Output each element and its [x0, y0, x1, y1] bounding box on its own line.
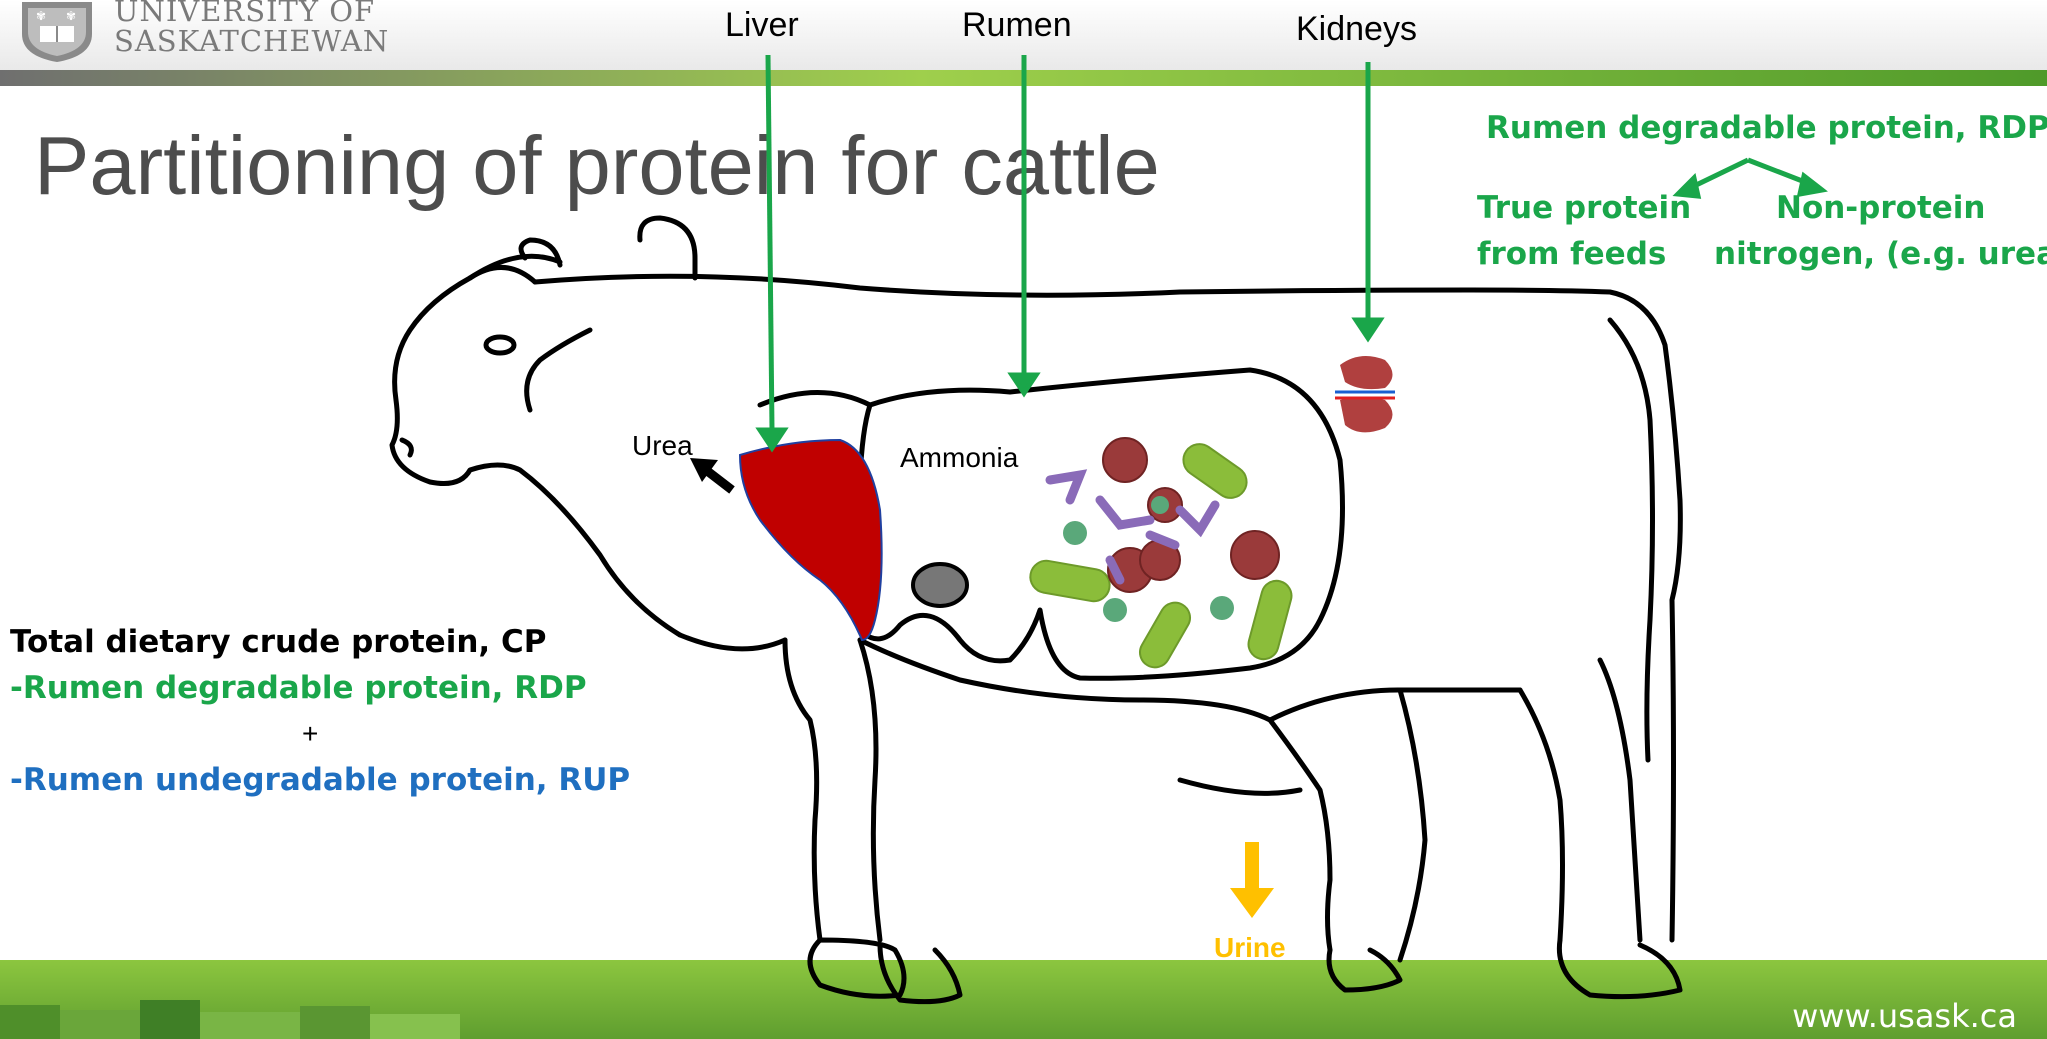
cow-nostril [402, 440, 411, 455]
cow-eye [486, 337, 514, 353]
cow-hind-hoof-1 [1329, 950, 1400, 990]
cp-plus: + [302, 718, 318, 750]
cow-hind-leg-left [1520, 690, 1563, 940]
cow-front-hoof-right [880, 945, 960, 1002]
kidneys-icon [1335, 356, 1395, 432]
urine-label: Urine [1214, 932, 1286, 964]
cow-front-leg-right [860, 640, 880, 940]
organ-arrows [760, 55, 1380, 448]
cow-udder [1180, 780, 1300, 793]
rumen-microbes [1028, 438, 1295, 673]
liver-label: Liver [725, 6, 799, 45]
liver-arrow [768, 55, 772, 430]
kidneys-label: Kidneys [1296, 10, 1417, 49]
cow-chest [680, 635, 785, 649]
urine-arrow [1230, 842, 1274, 918]
cp-rdp: -Rumen degradable protein, RDP [10, 670, 587, 706]
rdp-tree-right-1: Non-protein [1776, 190, 1986, 226]
cow-hind-hoof-2 [1559, 940, 1680, 997]
rumen-label: Rumen [962, 6, 1072, 45]
liver-shape [740, 440, 882, 640]
cow-belly-right [1270, 690, 1520, 720]
urea-label: Urea [632, 430, 693, 462]
cow-front-leg-left [785, 640, 820, 940]
rdp-tree-right-2: nitrogen, (e.g. urea) [1714, 236, 2047, 272]
rdp-tree-left-1: True protein [1477, 190, 1691, 226]
cow-hind-leg-right [1600, 660, 1640, 940]
cow-ear [640, 218, 695, 278]
footer-url[interactable]: www.usask.ca [1792, 997, 2017, 1035]
ammonia-label: Ammonia [900, 442, 1018, 474]
stomach-top-line [760, 393, 870, 406]
rdp-tree-root: Rumen degradable protein, RDP [1486, 110, 2047, 146]
organ-oval [913, 564, 967, 606]
cow-udder-leg [1400, 690, 1425, 960]
rdp-tree-left-2: from feeds [1477, 236, 1666, 272]
cow-neck-line [527, 330, 590, 410]
cow-tail [1610, 320, 1653, 760]
cp-heading: Total dietary crude protein, CP [10, 624, 546, 660]
cp-rup: -Rumen undegradable protein, RUP [10, 762, 630, 798]
urea-arrow [690, 458, 732, 490]
